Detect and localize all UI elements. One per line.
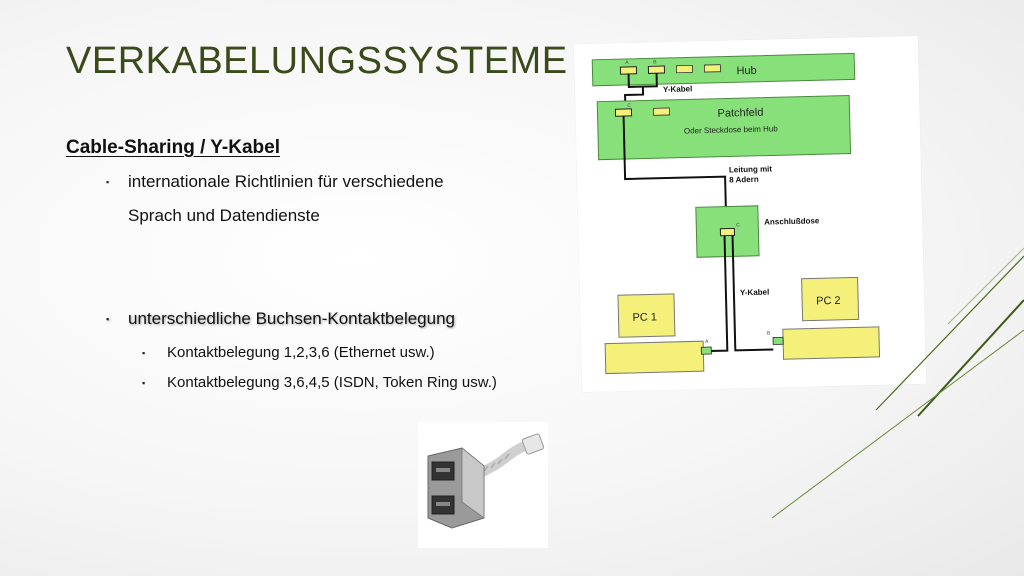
y-kabel-bottom-label: Y-Kabel: [740, 288, 770, 298]
leitung-label-line-1: Leitung mit: [729, 164, 773, 174]
hub-port: [675, 64, 693, 74]
bullet-1: ▪ internationale Richtlinien für verschi…: [106, 166, 444, 198]
deco-line: [771, 329, 1024, 519]
bullet-marker-icon: ▪: [106, 177, 110, 187]
slide-title: VERKABELUNGSSYSTEME: [66, 40, 568, 82]
anschlussdose-port-label: C: [736, 222, 740, 228]
anschlussdose-label: Anschlußdose: [764, 216, 820, 226]
hub-label: Hub: [736, 65, 756, 77]
patchfeld-sublabel: Oder Steckdose beim Hub: [684, 124, 779, 135]
bullet-2: ▪ unterschiedliche Buchsen-Kontaktbelegu…: [106, 303, 456, 335]
hub-port: [703, 64, 721, 73]
pc1-port-a: [700, 346, 712, 355]
deco-line: [947, 247, 1024, 325]
y-cable-network-diagram: Hub A B Y-Kabel C Patchfeld Oder Steckdo…: [573, 35, 927, 393]
leitung-label-line-2: 8 Adern: [729, 175, 759, 185]
anschlussdose-port: [719, 227, 736, 237]
bullet-1-line-2: Sprach und Datendienste: [128, 206, 320, 225]
bullet-2-text: unterschiedliche Buchsen-Kontaktbelegung: [128, 309, 456, 328]
bullet-1-continued: Sprach und Datendienste: [128, 200, 320, 232]
bullet-2-sub-1-text: Kontaktbelegung 1,2,3,6 (Ethernet usw.): [167, 344, 435, 361]
pc1-box: [617, 293, 676, 338]
bullet-marker-icon: ▪: [142, 348, 146, 358]
hub-port-b-label: B: [653, 59, 657, 65]
y-adapter-photo: [418, 422, 548, 548]
bullet-marker-icon: ▪: [106, 314, 110, 324]
deco-line: [917, 299, 1024, 417]
patchfeld-port-c-label: C: [627, 103, 631, 109]
socket-bottom-contacts: [436, 502, 450, 506]
bullet-2-sub-2-text: Kontaktbelegung 3,6,4,5 (ISDN, Token Rin…: [167, 374, 497, 391]
pc2-port-b: [772, 336, 784, 345]
adapter-side: [461, 447, 485, 519]
pc2-label: PC 2: [816, 295, 841, 308]
pc2-port-b-label: B: [767, 331, 771, 337]
pc1-label: PC 1: [632, 311, 657, 324]
pc1-port-a-label: A: [705, 339, 709, 345]
socket-top-contacts: [436, 468, 450, 472]
pc1-base: [604, 340, 705, 375]
hub-port-a: [619, 66, 638, 75]
bullet-2-sub-1: ▪ Kontaktbelegung 1,2,3,6 (Ethernet usw.…: [142, 337, 435, 369]
rj45-plug: [521, 433, 545, 455]
pc2-box: [801, 276, 860, 322]
adapter-cable-stripes: [483, 453, 510, 472]
bullet-1-line-1: internationale Richtlinien für verschied…: [128, 172, 444, 191]
subheading: Cable-Sharing / Y-Kabel: [66, 137, 280, 158]
bullet-2-sub-2: ▪ Kontaktbelegung 3,6,4,5 (ISDN, Token R…: [142, 367, 497, 399]
deco-line: [875, 255, 1024, 411]
leitung-cable-line: [622, 116, 728, 219]
bullet-marker-icon: ▪: [142, 378, 146, 388]
hub-port-a-label: A: [625, 60, 629, 66]
patchfeld-label: Patchfeld: [717, 107, 763, 120]
y-cable-bottom-line: [709, 235, 774, 353]
y-kabel-top-label: Y-Kabel: [663, 84, 693, 94]
hub-box: [591, 52, 856, 87]
patchfeld-port: [652, 107, 670, 116]
